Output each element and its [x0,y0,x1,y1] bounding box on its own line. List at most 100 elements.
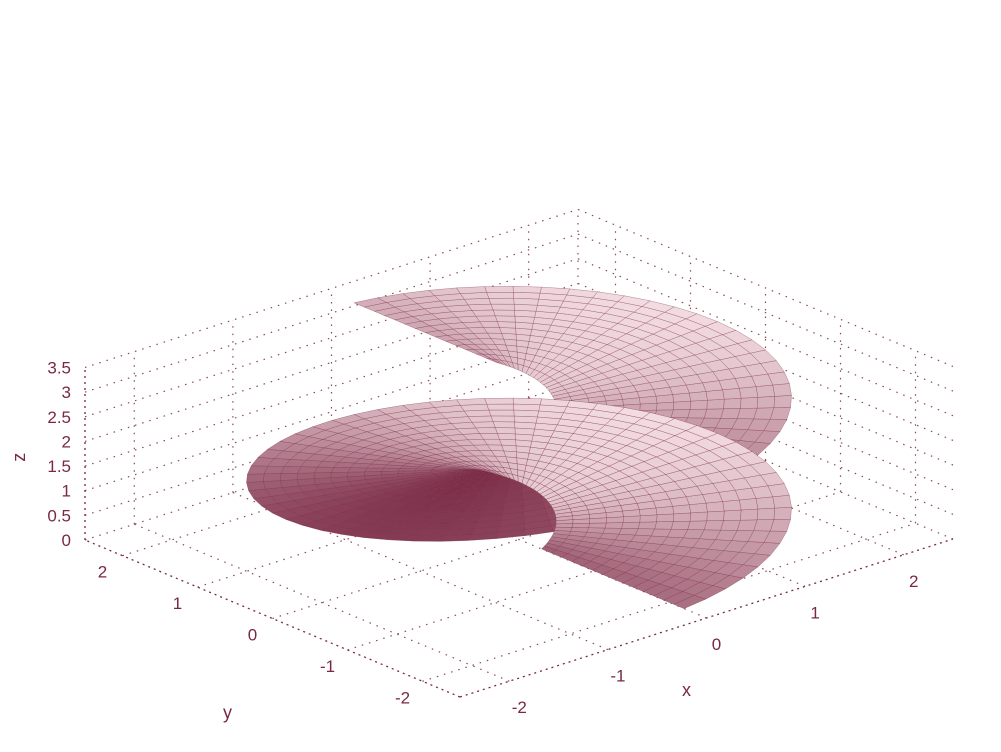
x-axis-line [459,538,954,698]
surface-patch [486,403,515,411]
surface-patch [723,397,742,410]
surface-patch [513,292,541,300]
z-axis-label: z [9,453,29,462]
surface-patch [496,321,516,329]
surface-patch [246,473,265,483]
surface-patch [772,494,792,509]
surface-patch [621,521,641,529]
z-tick-label: 3 [62,383,71,402]
surface-patch [467,303,494,311]
surface-patch [363,471,382,477]
surface-patch [490,415,515,423]
z-tick-label: 1 [62,482,71,501]
surface-patch [670,409,691,419]
surface-patch [296,472,315,480]
surface-patch [313,472,332,479]
surface-patch [496,433,516,441]
x-tick-label: 0 [712,635,721,654]
surface-patch [602,527,622,535]
z-tick-label: 0.5 [47,506,71,525]
surface-patch [488,297,515,305]
z-tick-label: 2.5 [47,408,71,427]
surface-patch [512,286,542,294]
surface-patch [756,507,775,521]
y-axis-line [84,539,461,698]
surface-patch [499,327,517,335]
surface-patch [484,286,514,293]
surface-patch [656,401,675,411]
x-axis-label: x [682,680,691,700]
surface-patch [492,421,516,429]
surface-patch [279,472,298,481]
surface-patch [656,513,675,523]
y-tick-label: -2 [395,688,410,707]
surface-patch [353,297,388,308]
surface-patch [772,383,792,397]
surface-patch [720,519,741,531]
surface-patch [673,512,691,522]
surface-patch [588,522,607,529]
surface-patch [456,286,488,294]
surface-patch [570,527,589,533]
surface-patch [618,528,639,536]
surface-patch [706,510,725,522]
surface-patch [484,397,514,405]
side-wall-grid-z [577,208,954,368]
surface-patch [513,403,541,412]
surface-patch [703,520,724,531]
surface-patch [512,397,542,406]
surface-patch [773,395,792,408]
side-wall-grid-z [577,233,954,392]
surface-patch [723,509,742,521]
surface-patch [347,471,365,477]
floor-grid-x [134,523,510,682]
y-tick-label: 2 [98,563,107,582]
y-tick-label: 0 [248,626,257,645]
surface-patch [246,481,266,491]
surface-patch [639,402,658,411]
y-tick-label: -1 [320,657,335,676]
surface-patch [687,408,708,419]
surface-patch [499,438,517,447]
surface-patch [673,400,691,411]
surface-patch [739,386,759,399]
surface-patch [740,508,759,521]
surface-patch [513,415,538,424]
surface-patch [297,466,318,474]
surface-patch [494,427,516,435]
surface-patch [492,309,516,317]
surface-patch [490,303,515,311]
surface-patch [689,399,708,410]
surface-patch [755,384,775,398]
x-tick-label: -1 [610,667,625,686]
surface-patch [670,520,691,530]
surface-patch [739,498,759,511]
surface-patch [755,496,775,510]
z-tick-label: 3.5 [47,358,71,377]
surface-patch [513,297,540,306]
surface-patch [456,398,488,406]
surface-patch [330,471,349,478]
surface-patch [722,499,742,512]
x-tick-label: 2 [909,572,918,591]
surface-patch [364,467,384,473]
surface-patch [736,407,758,420]
y-axis-label: y [223,703,232,723]
y-tick-label: 1 [173,594,182,613]
surface-patch [720,408,741,419]
surface-patch [586,527,606,534]
surface-patch [634,528,655,537]
surface-patch [294,426,327,437]
surface-patch [604,522,624,529]
surface-patch [740,397,759,409]
surface-patch [330,467,351,473]
surface-patch [756,396,775,409]
surface-patch [571,522,590,528]
z-tick-label: 1.5 [47,457,71,476]
surface-patch [380,467,401,472]
surface-patch [313,466,335,474]
surface-patch [654,521,674,530]
z-tick-label: 2 [62,432,71,451]
